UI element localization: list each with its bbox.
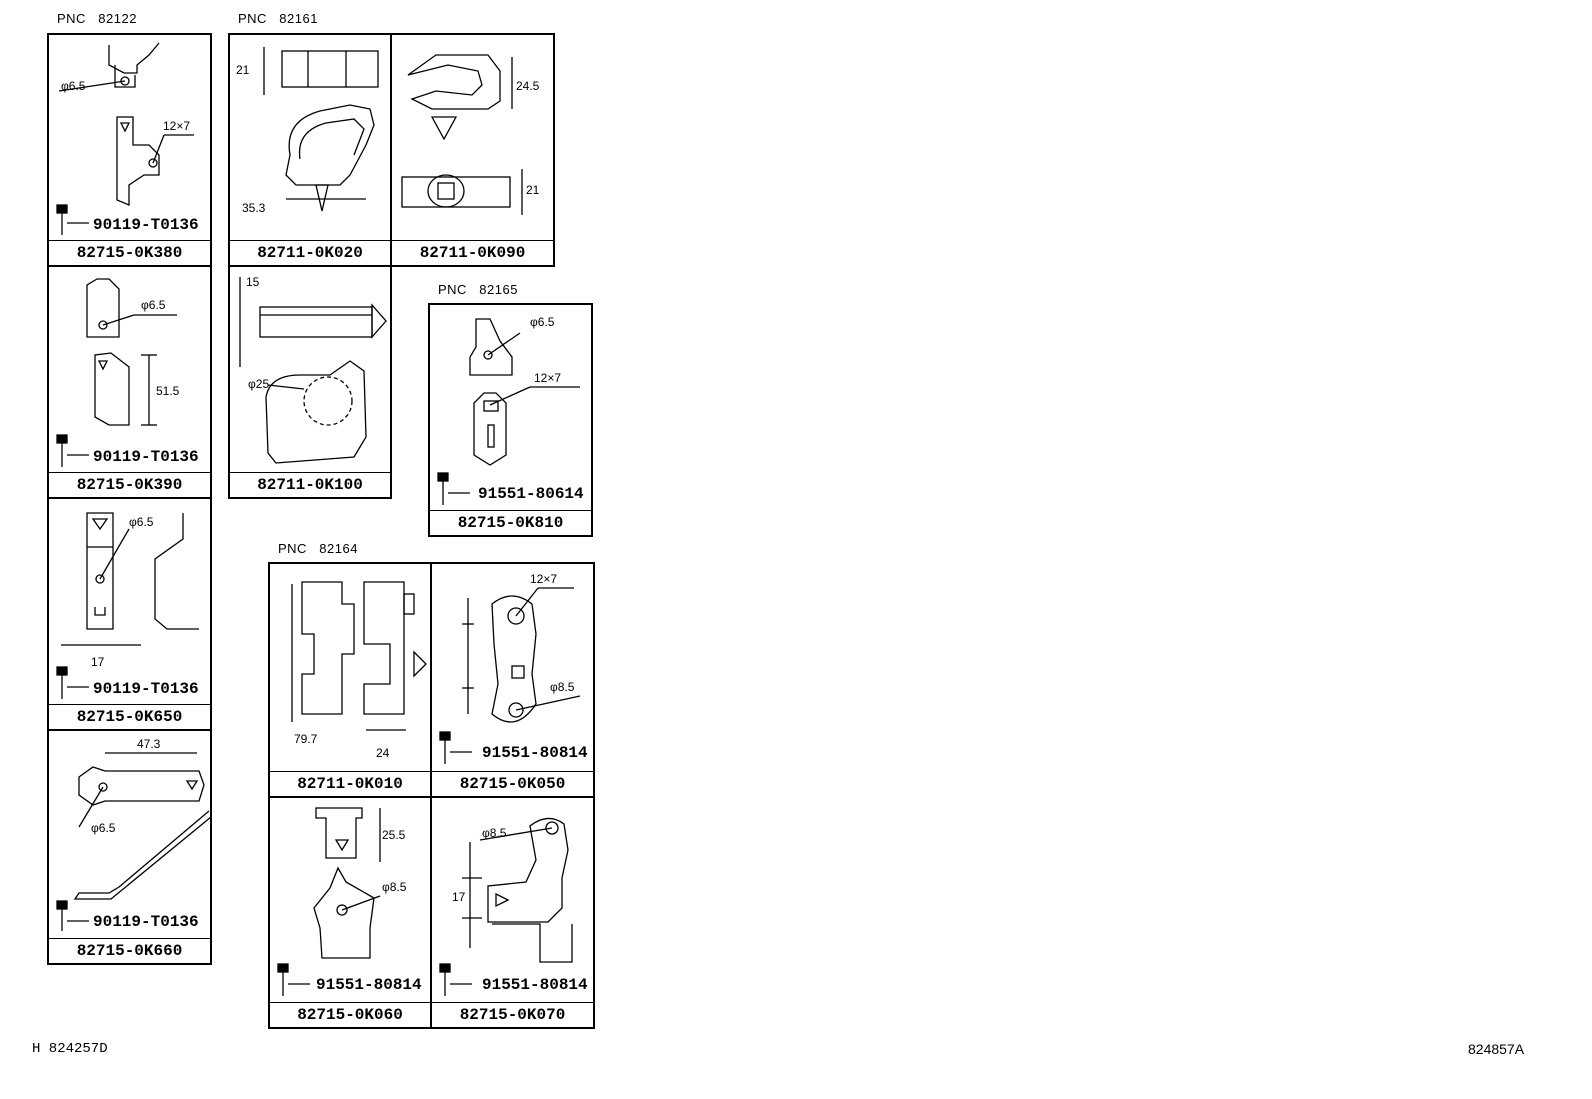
bolt-part-number: 90119-T0136 xyxy=(93,448,199,466)
dim-label: 15 xyxy=(246,275,260,289)
bracket-drawing xyxy=(439,587,581,764)
dim-label: 21 xyxy=(236,63,250,77)
part-cell-82715-0K070[interactable]: φ8.5 17 91551-80814 82715-0K070 xyxy=(430,796,595,1029)
part-cell-82715-0K390[interactable]: φ6.5 51.5 90119-T0136 82715-0K390 xyxy=(47,265,212,499)
part-cell-82715-0K060[interactable]: 25.5 φ8.5 91551-80814 82715-0K060 xyxy=(268,796,432,1029)
bracket-drawing xyxy=(277,807,381,996)
part-number[interactable]: 82711-0K090 xyxy=(392,240,553,265)
dim-label: 12×7 xyxy=(530,572,558,586)
bracket-drawing xyxy=(56,512,199,699)
dim-label: φ6.5 xyxy=(141,298,166,312)
dim-label: φ6.5 xyxy=(61,79,86,93)
dim-label: φ6.5 xyxy=(91,821,116,835)
bolt-part-number: 90119-T0136 xyxy=(93,216,199,234)
dim-label: φ8.5 xyxy=(382,880,407,894)
dim-label: 79.7 xyxy=(294,732,318,746)
clamp-drawing xyxy=(239,277,387,464)
pnc-prefix: PNC xyxy=(438,282,467,297)
pnc-label-82165: PNC 82165 xyxy=(438,282,518,297)
clamp-drawing xyxy=(291,581,427,731)
dim-label: 12×7 xyxy=(534,371,562,385)
pnc-label-82164: PNC 82164 xyxy=(278,541,358,556)
part-number[interactable]: 82715-0K390 xyxy=(49,472,210,497)
part-number[interactable]: 82715-0K050 xyxy=(432,771,593,796)
bracket-drawing xyxy=(56,278,177,467)
bolt-part-number: 90119-T0136 xyxy=(93,680,199,698)
dim-label: 24.5 xyxy=(516,79,540,93)
pnc-label-82161: PNC 82161 xyxy=(238,11,318,26)
bracket-drawing xyxy=(56,42,194,235)
part-number[interactable]: 82715-0K380 xyxy=(49,240,210,265)
part-cell-82711-0K010[interactable]: 79.7 24 82711-0K010 xyxy=(268,562,432,798)
dim-label: φ8.5 xyxy=(550,680,575,694)
bolt-part-number: 91551-80614 xyxy=(478,485,584,503)
part-number[interactable]: 82715-0K810 xyxy=(430,510,591,535)
pnc-prefix: PNC xyxy=(238,11,267,26)
clamp-drawing xyxy=(263,47,379,212)
dim-label: 12×7 xyxy=(163,119,191,133)
dim-label: 17 xyxy=(452,890,466,904)
bracket-drawing xyxy=(439,817,573,996)
pnc-prefix: PNC xyxy=(57,11,86,26)
dim-label: 47.3 xyxy=(137,737,161,751)
dim-label: φ6.5 xyxy=(530,315,555,329)
part-number[interactable]: 82715-0K060 xyxy=(270,1002,430,1027)
bracket-drawing xyxy=(56,752,212,931)
part-number[interactable]: 82711-0K020 xyxy=(230,240,390,265)
dim-label: 35.3 xyxy=(242,201,266,215)
part-cell-82711-0K100[interactable]: 15 φ25 82711-0K100 xyxy=(228,265,392,499)
pnc-number: 82165 xyxy=(479,282,518,297)
part-number[interactable]: 82715-0K070 xyxy=(432,1002,593,1027)
clamp-drawing xyxy=(401,54,523,215)
part-number[interactable]: 82711-0K010 xyxy=(270,771,430,796)
dim-label: φ6.5 xyxy=(129,515,154,529)
part-cell-82715-0K380[interactable]: φ6.5 12×7 90119-T0136 82715-0K380 xyxy=(47,33,212,267)
pnc-label-82122: PNC 82122 xyxy=(57,11,137,26)
dim-label: φ25 xyxy=(248,377,270,391)
bolt-part-number: 91551-80814 xyxy=(482,744,588,762)
dim-label: 21 xyxy=(526,183,540,197)
pnc-prefix: PNC xyxy=(278,541,307,556)
illustration-code-left: H 824257D xyxy=(32,1041,108,1057)
pnc-number: 82164 xyxy=(319,541,358,556)
part-cell-82715-0K050[interactable]: 12×7 φ8.5 91551-80814 82715-0K050 xyxy=(430,562,595,798)
bolt-part-number: 91551-80814 xyxy=(316,976,422,994)
part-number[interactable]: 82715-0K650 xyxy=(49,704,210,729)
part-cell-82715-0K810[interactable]: φ6.5 12×7 91551-80614 82715-0K810 xyxy=(428,303,593,537)
part-cell-82715-0K650[interactable]: φ6.5 17 90119-T0136 82715-0K650 xyxy=(47,497,212,731)
dim-label: 24 xyxy=(376,746,390,760)
pnc-number: 82161 xyxy=(279,11,318,26)
bracket-drawing xyxy=(437,318,580,505)
bolt-part-number: 91551-80814 xyxy=(482,976,588,994)
part-number[interactable]: 82715-0K660 xyxy=(49,938,210,963)
part-number[interactable]: 82711-0K100 xyxy=(230,472,390,497)
dim-label: 17 xyxy=(91,655,105,669)
part-cell-82711-0K090[interactable]: 24.5 21 82711-0K090 xyxy=(390,33,555,267)
part-cell-82715-0K660[interactable]: 47.3 φ6.5 90119-T0136 82715-0K660 xyxy=(47,729,212,965)
part-cell-82711-0K020[interactable]: 21 35.3 82711-0K020 xyxy=(228,33,392,267)
dim-label: φ8.5 xyxy=(482,826,507,840)
illustration-code-right: 824857A xyxy=(1468,1041,1525,1057)
pnc-number: 82122 xyxy=(98,11,137,26)
dim-label: 51.5 xyxy=(156,384,180,398)
dim-label: 25.5 xyxy=(382,828,406,842)
bolt-part-number: 90119-T0136 xyxy=(93,913,199,931)
